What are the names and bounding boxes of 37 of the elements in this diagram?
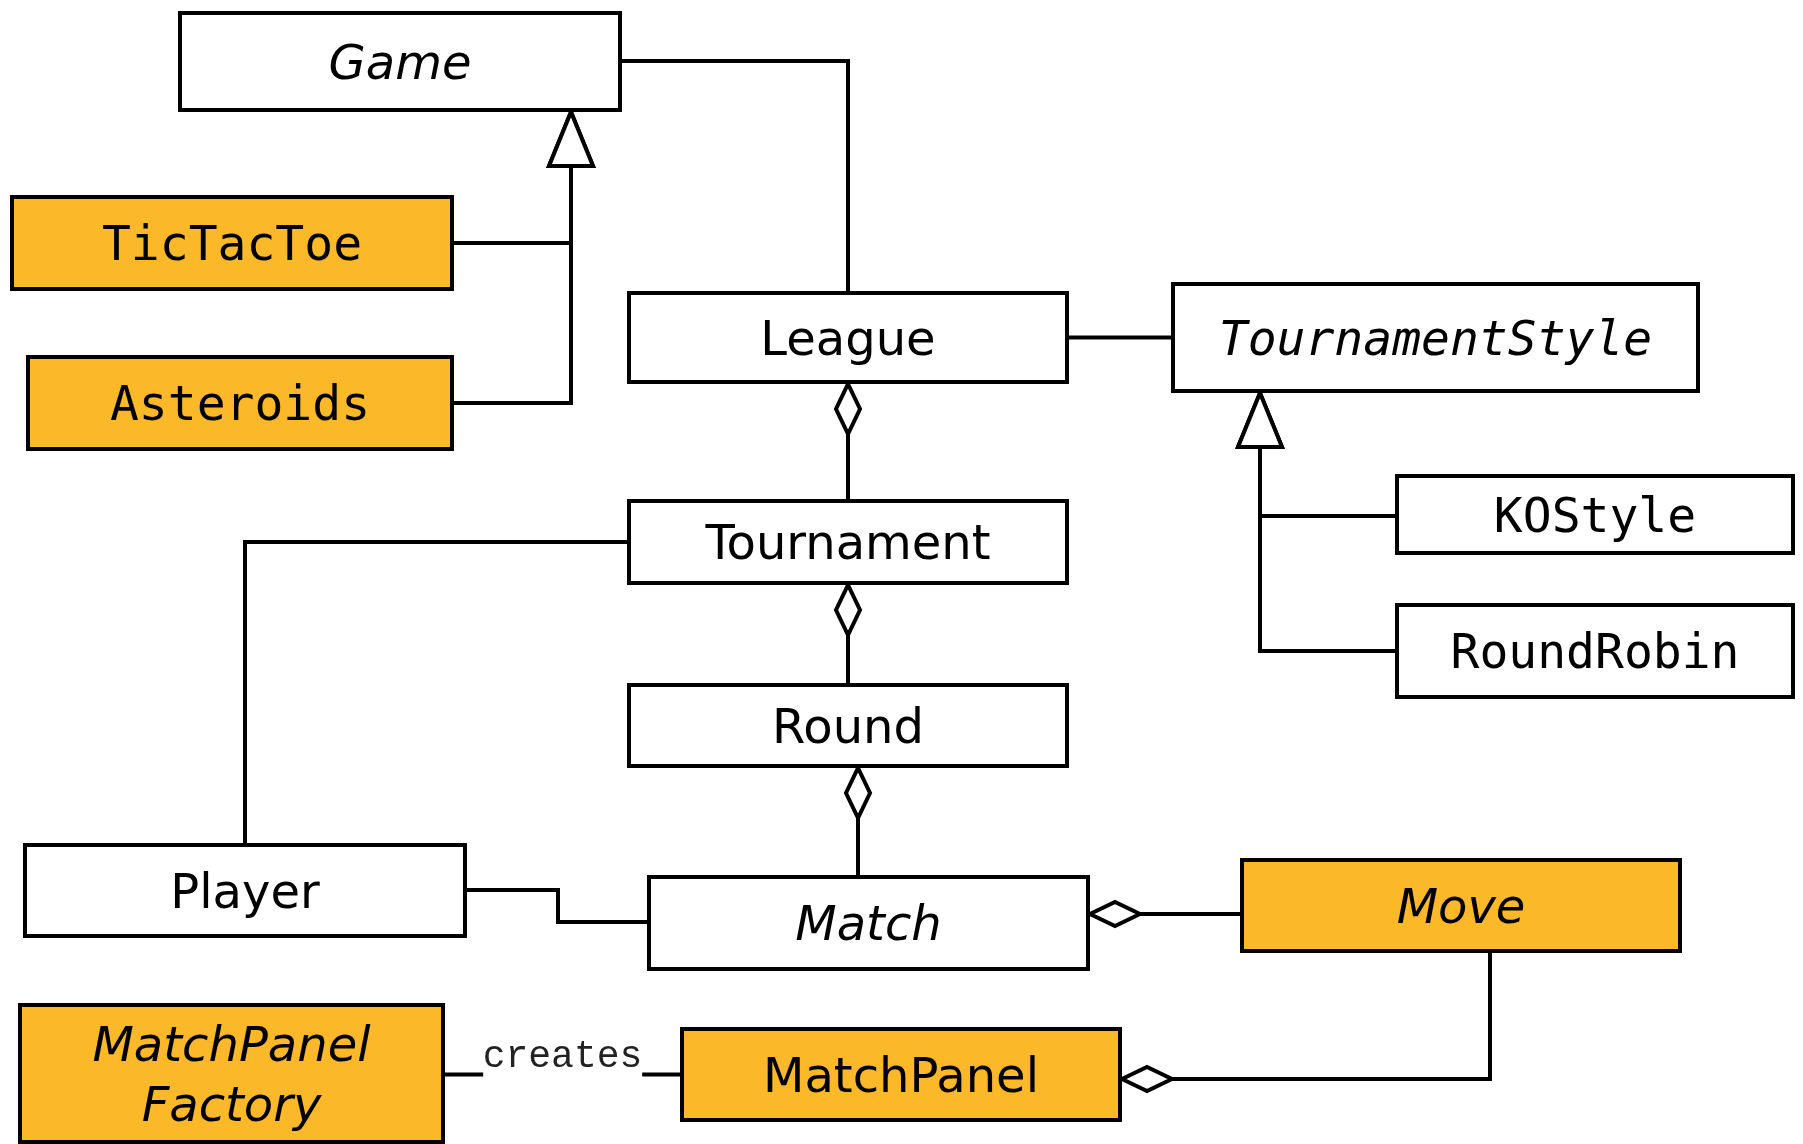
association-line — [467, 888, 647, 924]
class-box — [647, 875, 1090, 971]
class-box — [627, 683, 1069, 768]
class-name: Match — [795, 894, 942, 953]
class-name: Asteroids — [109, 374, 371, 433]
inheritance-arrow — [454, 110, 595, 405]
inheritance-arrow — [1236, 391, 1395, 653]
class-box — [23, 843, 467, 938]
class-box — [18, 1003, 445, 1144]
class-name: Game — [328, 32, 472, 92]
class-box — [1395, 474, 1795, 555]
class-box — [10, 195, 454, 291]
class-name: Player — [170, 861, 320, 921]
class-box — [1240, 858, 1682, 953]
class-box — [178, 11, 622, 112]
class-name: TournamentStyle — [1218, 308, 1653, 368]
aggregation-line — [834, 382, 862, 499]
class-name: TicTacToe — [101, 214, 363, 273]
class-box — [627, 291, 1069, 384]
association-line — [622, 59, 850, 291]
class-name: Round — [772, 696, 924, 756]
class-box — [680, 1027, 1122, 1122]
class-name: Tournament — [705, 513, 991, 572]
class-name: Move — [1396, 876, 1526, 936]
aggregation-line — [844, 766, 872, 875]
class-box — [627, 499, 1069, 585]
class-name: MatchPanel — [763, 1045, 1039, 1105]
class-box — [1395, 603, 1795, 699]
class-box — [26, 355, 454, 451]
aggregation-line — [834, 583, 862, 683]
class-name: RoundRobin — [1450, 622, 1740, 681]
association-line — [243, 540, 627, 843]
association-line — [1069, 335, 1171, 340]
class-name: KOStyle — [1493, 485, 1697, 545]
class-name: League — [760, 308, 936, 368]
class-box — [1171, 282, 1700, 393]
class-name: MatchPanel Factory — [91, 1014, 372, 1134]
